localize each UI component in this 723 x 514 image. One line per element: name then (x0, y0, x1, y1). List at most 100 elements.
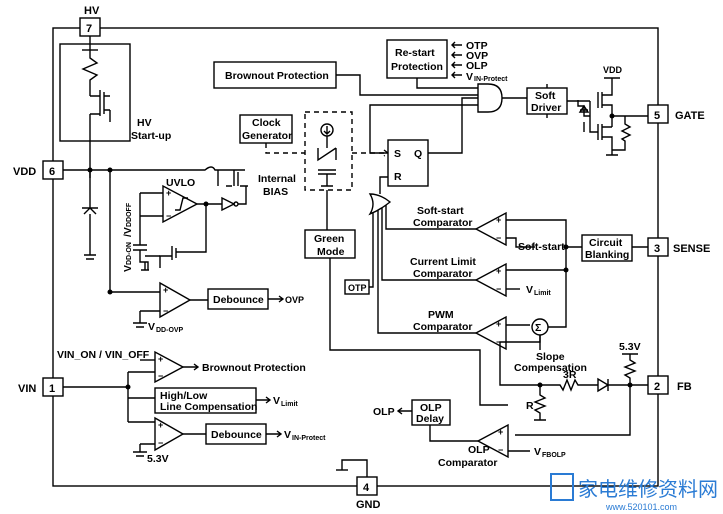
ff-s-label: S (394, 148, 401, 160)
soft-driver-label-2: Driver (531, 102, 561, 114)
olp-comp-label-2: Comparator (438, 457, 498, 469)
pin-hv: HV 7 (79, 5, 101, 37)
circuit-blanking-block (581, 234, 633, 262)
vin-protect-input-label: V (466, 71, 473, 83)
blanking-label-1: Circuit (589, 237, 623, 249)
vdd-rail (63, 166, 245, 171)
brownout-out-label: Brownout Protection (202, 362, 306, 374)
chip-outline (52, 27, 659, 487)
vdd-on-off-label-1: V (122, 265, 134, 272)
slope-label-1: Slope (536, 351, 565, 363)
svg-text:+: + (163, 285, 168, 295)
vlimit-out-label-1: V (273, 395, 280, 407)
otp-block-label: OTP (348, 283, 367, 293)
pin-vin-name: VIN (18, 383, 36, 395)
vdd-on-off-label-4: DDOFF (126, 202, 133, 227)
ref-53-low: 5.3V (147, 453, 169, 465)
cl-vlimit-1: V (526, 284, 533, 296)
otp-input-label: OTP (466, 40, 488, 52)
vin-protect-out-1: V (284, 429, 291, 441)
pin-vin: VIN 1 (18, 377, 64, 397)
hv-startup-label-2: Start-up (131, 130, 171, 142)
vdd-top-label: VDD (603, 65, 623, 75)
pin-vin-number: 1 (49, 383, 55, 395)
vfbolp-2: FBOLP (542, 452, 566, 459)
pin-vdd: VDD 6 (13, 160, 64, 180)
watermark: 家电维修资料网 www.520101.com (550, 473, 718, 512)
svg-text:−: − (166, 211, 171, 221)
pwm-comp-label-2: Comparator (413, 321, 473, 333)
blanking-label-2: Blanking (585, 249, 629, 261)
uvlo-label: UVLO (166, 177, 195, 189)
svg-text:−: − (158, 438, 163, 448)
soft-start-comparator: + − Soft-start Comparator Soft-start (385, 205, 567, 320)
brownout-protection-block (213, 61, 337, 89)
internal-bias-label-2: BIAS (263, 186, 288, 198)
current-limit-comparator: + − Current Limit Comparator V Limit (381, 208, 569, 298)
vin-protect-out-2: IN-Protect (292, 435, 326, 442)
pwm-comparator: + − PWM Comparator (377, 210, 541, 351)
oscillator-block (304, 111, 353, 191)
ff-r-label: R (394, 171, 402, 183)
soft-driver-label-1: Soft (535, 90, 556, 102)
svg-text:+: + (496, 319, 501, 329)
fb-network: 5.3V 3R R (499, 341, 648, 436)
svg-text:+: + (166, 188, 171, 198)
watermark-logo-icon (550, 473, 574, 501)
olp-delay-block (411, 399, 451, 426)
watermark-url: www.520101.com (605, 502, 677, 512)
pin-sense: 3 SENSE (647, 237, 710, 257)
hv-startup-label-1: HV (137, 117, 152, 129)
pin-gate-number: 5 (654, 110, 660, 122)
debounce-ovp-label: Debounce (213, 294, 264, 306)
svg-text:+: + (496, 215, 501, 225)
svg-text:−: − (496, 337, 501, 347)
svg-text:−: − (163, 306, 168, 316)
ovp-comparator: + − V DD-OVP (133, 281, 208, 334)
svg-text:−: − (498, 445, 503, 455)
r3-label: 3R (563, 369, 577, 381)
olp-comp-label-1: OLP (468, 444, 490, 456)
clock-label-1: Clock (252, 117, 281, 129)
vlimit-out-label-2: Limit (281, 401, 298, 408)
svg-text:−: − (496, 284, 501, 294)
pin-fb-name: FB (677, 381, 692, 393)
hl-comp-label-2: Line Compensation (160, 401, 257, 413)
softstart-comp-label-1: Soft-start (417, 205, 464, 217)
debounce-vin-label: Debounce (211, 429, 262, 441)
green-mode-block (304, 229, 356, 259)
or-gate (368, 193, 392, 216)
pwm-comp-label-1: PWM (428, 309, 454, 321)
olp-out-label: OLP (373, 406, 395, 418)
restart-label-2: Protection (391, 61, 443, 73)
green-mode-label-1: Green (314, 233, 344, 245)
pin-sense-number: 3 (654, 243, 660, 255)
hl-comp-label-1: High/Low (160, 390, 208, 402)
pin-fb-number: 2 (654, 381, 660, 393)
restart-protection-block (386, 39, 448, 79)
svg-text:+: + (158, 420, 163, 430)
svg-text:−: − (496, 233, 501, 243)
vdd-on-off-label-3: /V (122, 227, 134, 237)
ovp-input-label: OVP (466, 50, 488, 62)
pin-gnd-number: 4 (363, 482, 370, 494)
slope-label-2: Compensation (514, 362, 587, 374)
olp-delay-label-1: OLP (420, 402, 442, 414)
olp-delay-label-2: Delay (416, 413, 444, 425)
hv-startup: HV Start-up (59, 36, 171, 178)
vfbolp-1: V (534, 446, 541, 458)
pin-gnd: 4 GND (356, 476, 381, 511)
svg-text:+: + (496, 266, 501, 276)
clock-label-2: Generator (242, 130, 292, 142)
pin-gate: 5 GATE (647, 104, 705, 124)
softstart-comp-label-2: Comparator (413, 217, 473, 229)
olp-comparator: + − OLP Comparator V FBOLP (429, 423, 566, 469)
vdd-on-off-label-2: DD-ON (126, 242, 133, 265)
pin-sense-name: SENSE (673, 243, 710, 255)
svg-text:Σ: Σ (535, 322, 541, 334)
pin-gnd-name: GND (356, 499, 381, 511)
r1-label: R (526, 400, 534, 412)
ff-q-label: Q (414, 148, 422, 160)
svg-text:−: − (158, 371, 163, 381)
